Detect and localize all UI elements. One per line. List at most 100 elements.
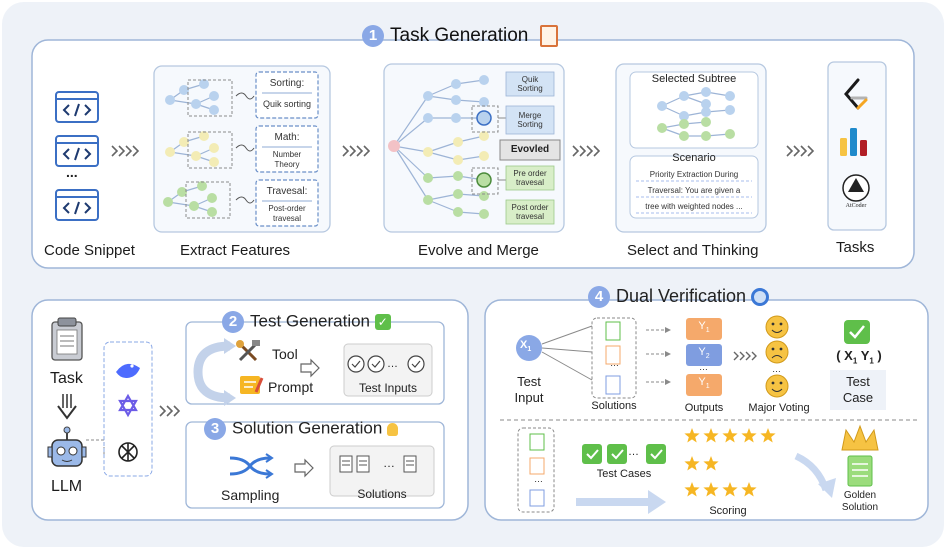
y-box-1-letter: Y — [698, 320, 706, 332]
voting-chevrons — [733, 351, 757, 361]
magnifier-icon — [751, 288, 770, 307]
y-box-2-sub: 2 — [705, 353, 710, 361]
evolve-boxes — [499, 71, 561, 225]
scoring-label: Scoring — [709, 505, 747, 517]
star-icon — [722, 428, 738, 443]
step-badge-3: 3 — [204, 418, 226, 440]
verify-solutions-label: Solutions — [591, 400, 637, 412]
code-snippet-ellipsis: ... — [66, 164, 78, 180]
atcoder-logo-text: AtCoder — [845, 203, 867, 209]
down-arrow-icon — [57, 394, 77, 420]
pair-x-sub: 1 — [852, 356, 858, 366]
cycle-arrow-icon — [193, 338, 236, 406]
y-box-3: Y1 — [686, 376, 722, 390]
test-inputs-box — [343, 343, 433, 397]
test-input-checks — [347, 355, 425, 373]
test-inputs-ellipsis: … — [387, 358, 398, 370]
y-box-2: Y2 — [686, 346, 722, 360]
llm-connector — [86, 439, 105, 456]
task-label: Task — [50, 370, 83, 387]
y-box-2-letter: Y — [698, 346, 706, 358]
scenario-line-1: Priority Extraction During — [649, 170, 739, 179]
scenario-lines — [636, 180, 752, 214]
scenario-box — [629, 155, 759, 219]
test-input-line-1: Test — [517, 374, 541, 389]
solutions-dashed-box — [591, 317, 637, 399]
test-cases-checks — [582, 444, 666, 464]
step-badge-2: 2 — [222, 311, 244, 333]
score-stars — [684, 428, 776, 497]
x1-label: X1 — [520, 339, 531, 353]
feature-nodes — [163, 79, 219, 217]
right-arrow-icon-2 — [294, 458, 314, 478]
evolve-connectors — [498, 117, 506, 181]
feature-label-boxes — [255, 71, 319, 227]
feature-3-title: Travesal: — [266, 186, 308, 197]
y-box-3-letter: Y — [698, 376, 706, 388]
feature-trees — [167, 83, 215, 213]
evolve-tree-edges — [393, 79, 485, 215]
atcoder-logo — [842, 174, 870, 202]
feature-1-value: Quik sorting — [262, 99, 312, 109]
major-voting-label: Major Voting — [748, 402, 810, 414]
lightbulb-icon — [387, 422, 399, 436]
evolve-tree-nodes — [388, 75, 492, 219]
prompt-label: Prompt — [268, 379, 314, 395]
codeforces-logo — [840, 128, 867, 156]
leetcode-logo — [844, 78, 868, 110]
dual-verification-panel — [484, 299, 929, 521]
golden-solution-doc-icon — [847, 455, 873, 487]
star-icon — [722, 482, 738, 497]
y-output-boxes — [686, 318, 722, 396]
test-case-pair: ( X1 Y1 ) — [836, 348, 882, 366]
tool-label: Tool — [272, 346, 298, 362]
select-thinking-label: Select and Thinking — [627, 242, 759, 259]
outputs-label: Outputs — [684, 402, 724, 414]
qwen-logo — [118, 393, 138, 418]
llm-label: LLM — [51, 478, 83, 495]
y-box-1: Y1 — [686, 320, 722, 334]
selected-subtree-title: Selected Subtree — [651, 73, 737, 85]
test-cases-ellipsis: … — [628, 446, 639, 458]
feature-1-title: Sorting: — [269, 78, 305, 89]
evolve-box-postorder: Post order travesal — [511, 203, 549, 221]
llm-models-box — [103, 341, 153, 477]
golden-arrowhead — [818, 478, 836, 498]
x1-fan-lines — [541, 325, 593, 381]
golden-line-2: Solution — [841, 502, 879, 513]
test-case-line-1: Test — [846, 374, 870, 389]
tasks-label: Tasks — [836, 239, 875, 256]
golden-candidates-ellipsis: … — [534, 474, 543, 484]
scenario-line-3: tree with weighted nodes ... — [645, 202, 743, 211]
evolve-merge-label: Evolve and Merge — [418, 242, 539, 259]
deepseek-logo — [116, 363, 140, 378]
solutions-ellipsis: … — [383, 456, 395, 470]
golden-candidates-box — [517, 427, 555, 513]
outputs-arrows — [646, 327, 671, 385]
code-snippet-label: Code Snippet — [44, 242, 135, 259]
dual-verification-title: Dual Verification — [616, 286, 747, 306]
evolve-box-preorder: Pre order travesal — [513, 169, 547, 187]
feature-label-dividers — [262, 92, 312, 202]
clipboard-icon — [51, 317, 83, 361]
x1-node — [516, 335, 542, 361]
tools-icon — [236, 340, 260, 362]
test-inputs-label: Test Inputs — [358, 381, 418, 395]
star-icon — [684, 456, 700, 471]
star-icon — [684, 428, 700, 443]
feature-highlight-boxes — [185, 79, 233, 219]
scenario-title: Scenario — [672, 152, 716, 164]
voting-ellipsis: … — [772, 364, 781, 374]
test-case-bg — [830, 370, 886, 410]
feature-2-title: Math: — [274, 132, 300, 143]
test-input-line-2: Input — [514, 390, 544, 405]
scenario-line-2: Traversal: You are given a — [647, 186, 741, 195]
y-box-1-sub: 1 — [705, 327, 710, 335]
solutions-label: Solutions — [357, 487, 407, 501]
